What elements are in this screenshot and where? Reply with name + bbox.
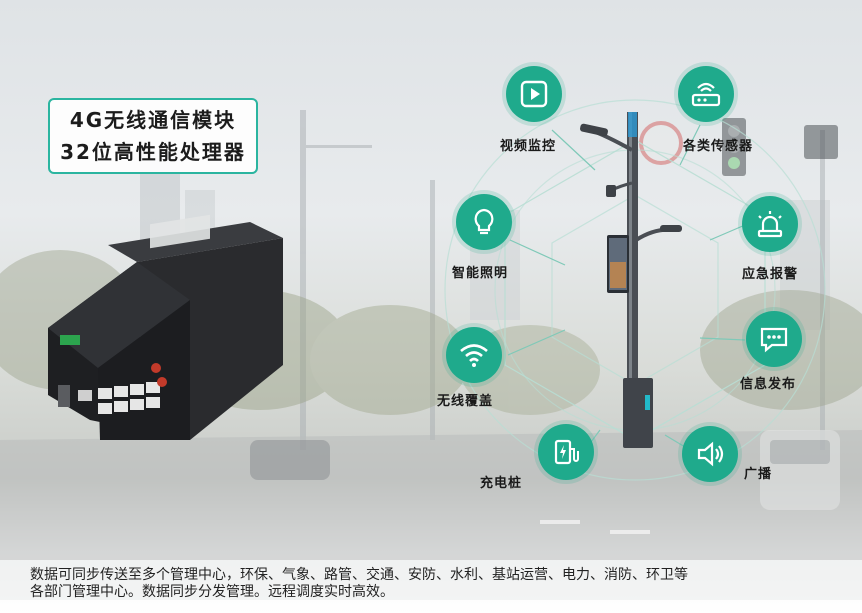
feature-alarm — [742, 196, 798, 252]
feature-broadcast-label: 广播 — [744, 467, 773, 482]
feature-wifi — [446, 327, 502, 383]
ethernet-ports — [78, 382, 160, 414]
traffic-signs — [639, 118, 838, 176]
feature-charge — [538, 424, 594, 480]
feature-info — [746, 311, 802, 367]
smart-pole-illustration — [580, 112, 682, 448]
bulb-icon — [474, 208, 494, 235]
description-caption: 数据可同步传送至多个管理中心，环保、气象、路管、交通、安防、水利、基站运营、电力… — [30, 567, 840, 601]
background-poles — [300, 110, 825, 450]
feature-broadcast — [682, 426, 738, 482]
wifi-icon — [460, 344, 488, 367]
feature-video-label: 视频监控 — [500, 139, 557, 154]
feature-charge-label: 充电桩 — [480, 476, 523, 491]
message-icon — [760, 327, 788, 353]
road — [0, 430, 862, 600]
router-icon — [691, 82, 721, 107]
feature-sensor — [678, 66, 734, 122]
feature-wifi-label: 无线覆盖 — [437, 394, 494, 409]
caption-line-2: 各部门管理中心。数据同步分发管理。远程调度实时高效。 — [30, 584, 394, 600]
feature-lighting-label: 智能照明 — [452, 266, 509, 281]
router-device-illustration — [48, 214, 283, 440]
speaker-icon — [697, 441, 724, 467]
feature-video — [506, 66, 562, 122]
headline-line-1: 4G无线通信模块 — [69, 108, 237, 132]
caption-line-1: 数据可同步传送至多个管理中心，环保、气象、路管、交通、安防、水利、基站运营、电力… — [30, 567, 688, 583]
feature-alarm-label: 应急报警 — [742, 267, 799, 282]
feature-lighting — [456, 194, 512, 250]
headline-line-2: 32位高性能处理器 — [60, 140, 246, 164]
charger-icon — [554, 439, 579, 465]
feature-sensor-label: 各类传感器 — [683, 139, 754, 154]
spec-headline-box: 4G无线通信模块 32位高性能处理器 — [48, 98, 258, 174]
alarm-light-icon — [757, 211, 783, 238]
cars — [250, 430, 840, 510]
play-icon — [520, 80, 548, 108]
feature-info-label: 信息发布 — [740, 377, 797, 392]
